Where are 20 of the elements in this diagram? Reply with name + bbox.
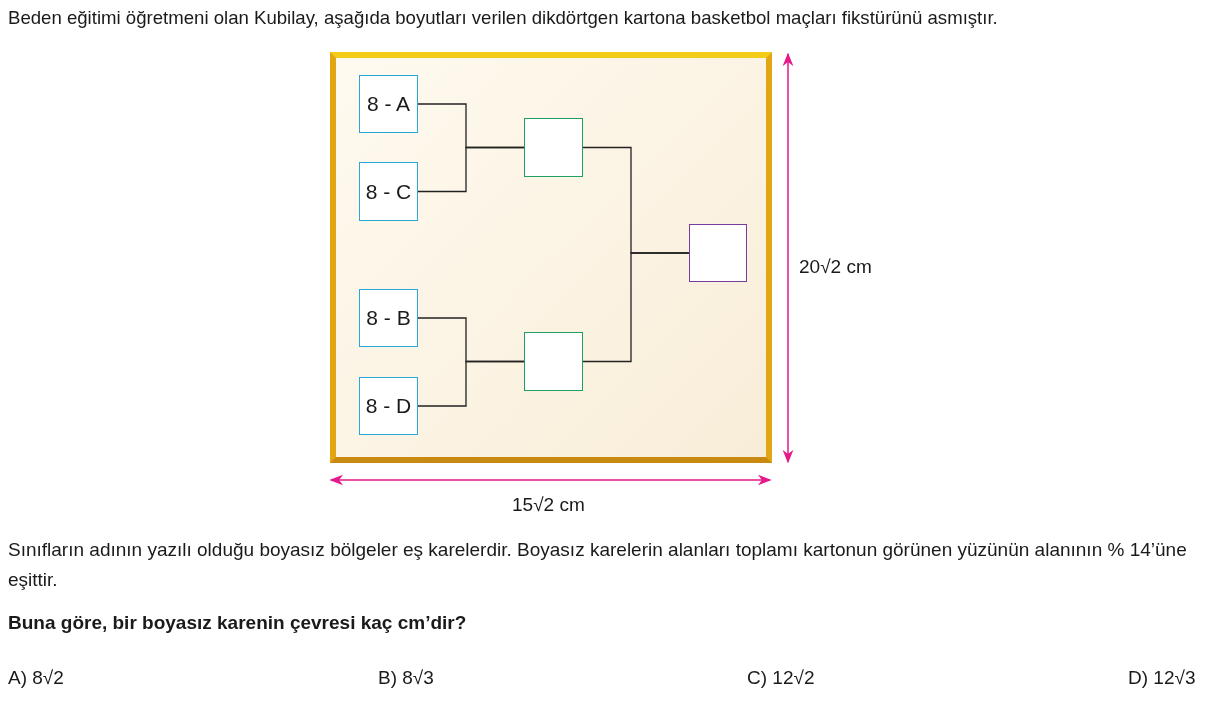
dimension-label: 20√2 cm [799,255,872,279]
empty-box [689,224,747,282]
answer-option: D) 12√3 [1128,663,1196,693]
answer-option: B) 8√3 [378,663,434,693]
empty-box [524,332,583,391]
question-prompt: Buna göre, bir boyasız karenin çevresi kaç cm’dir? [8,611,467,635]
class-box: 8 - B [359,289,418,347]
class-box: 8 - C [359,162,418,221]
answer-option: C) 12√2 [747,663,815,693]
question-text: Beden eğitimi öğretmeni olan Kubilay, aşağıda boyutları verilen dikdörtgen kartona basketbol maçları fikstürünü asmıştır. [8,6,998,30]
class-box: 8 - A [359,75,418,133]
class-box: 8 - D [359,377,418,435]
bracket-line [417,146,525,193]
cardboard-panel [330,52,772,463]
bracket-line [417,360,525,407]
question-text: Sınıfların adının yazılı olduğu boyasız bölgeler eş karelerdir. Boyasız karelerin alanları toplamı kartonun görünen yüzünün alanının % 14’üne eşittir. [8,538,1188,592]
dimension-label: 15√2 cm [512,493,585,517]
empty-box [524,118,583,177]
bracket-line [582,252,690,363]
answer-option: A) 8√2 [8,663,64,693]
